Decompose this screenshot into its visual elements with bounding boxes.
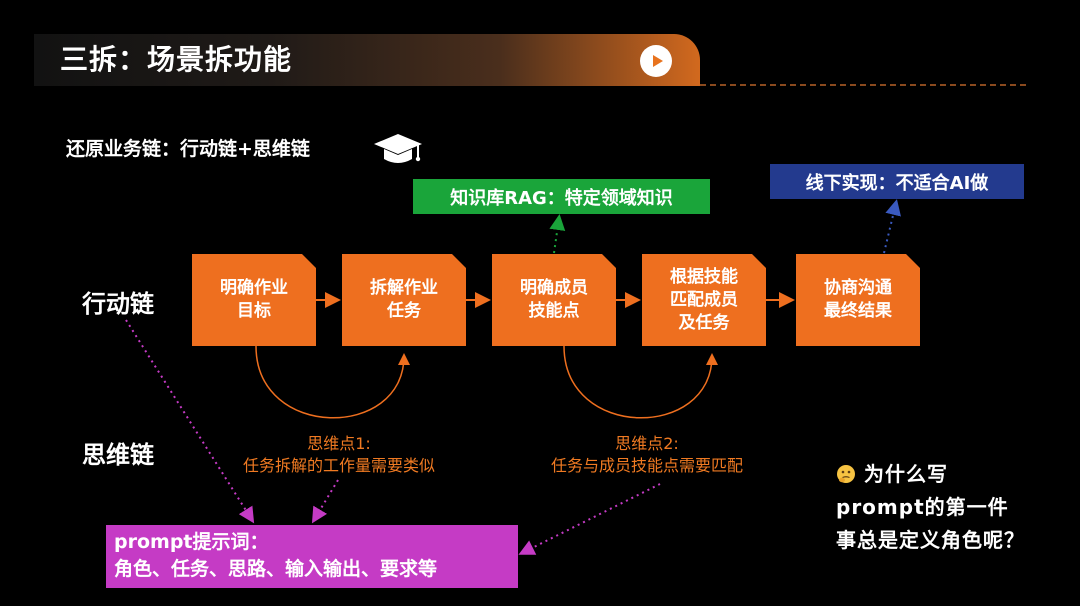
prompt-link-action xyxy=(125,319,255,524)
action-box-5-label: 协商沟通 最终结果 xyxy=(824,278,892,321)
action-box-4: 根据技能 匹配成员 及任务 xyxy=(642,254,766,346)
thought-chain-label: 思维链 xyxy=(82,441,154,469)
action-box-2-label: 拆解作业 任务 xyxy=(370,278,438,321)
question-line-3: 事总是定义角色呢？ xyxy=(836,528,1025,552)
action-box-2: 拆解作业 任务 xyxy=(342,254,466,346)
subtitle: 还原业务链：行动链+思维链 xyxy=(66,138,310,160)
action-box-1-label: 明确作业 目标 xyxy=(220,278,288,321)
question-line-1: 为什么写 xyxy=(863,462,948,486)
offline-callout: 线下实现：不适合AI做 xyxy=(770,164,1024,199)
slide-title: 三拆：场景拆功能 xyxy=(60,43,293,76)
prompt-heading: prompt提示词： xyxy=(114,531,269,553)
rag-link xyxy=(549,214,566,254)
question-line-2: prompt的第一件 xyxy=(836,495,1009,519)
play-button[interactable] xyxy=(640,45,672,77)
prompt-link-thought1 xyxy=(311,479,339,524)
graduation-cap-icon xyxy=(374,134,422,163)
play-icon xyxy=(653,55,663,67)
offline-link xyxy=(883,199,901,254)
action-box-3: 明确成员 技能点 xyxy=(492,254,616,346)
thought-point-2: 思维点2: 任务与成员技能点需要匹配 xyxy=(550,434,743,475)
action-box-4-label: 根据技能 匹配成员 及任务 xyxy=(670,266,738,333)
prompt-link-thought2 xyxy=(518,483,661,555)
action-box-5: 协商沟通 最终结果 xyxy=(796,254,920,346)
thinking-face-icon xyxy=(837,465,855,483)
action-chain-label: 行动链 xyxy=(82,290,154,318)
rag-callout: 知识库RAG：特定领域知识 xyxy=(413,179,710,214)
action-box-1: 明确作业 目标 xyxy=(192,254,316,346)
prompt-box: prompt提示词： 角色、任务、思路、输入输出、要求等 xyxy=(106,525,518,588)
title-banner xyxy=(34,34,700,86)
thought-loop-1 xyxy=(255,345,410,419)
prompt-body: 角色、任务、思路、输入输出、要求等 xyxy=(114,558,438,580)
thought-point-1: 思维点1: 任务拆解的工作量需要类似 xyxy=(242,434,435,475)
thought-loop-2 xyxy=(563,345,718,419)
action-box-3-label: 明确成员 技能点 xyxy=(520,278,588,321)
question-block: 为什么写 prompt的第一件 事总是定义角色呢？ xyxy=(836,458,1076,557)
title-divider xyxy=(700,84,1026,86)
